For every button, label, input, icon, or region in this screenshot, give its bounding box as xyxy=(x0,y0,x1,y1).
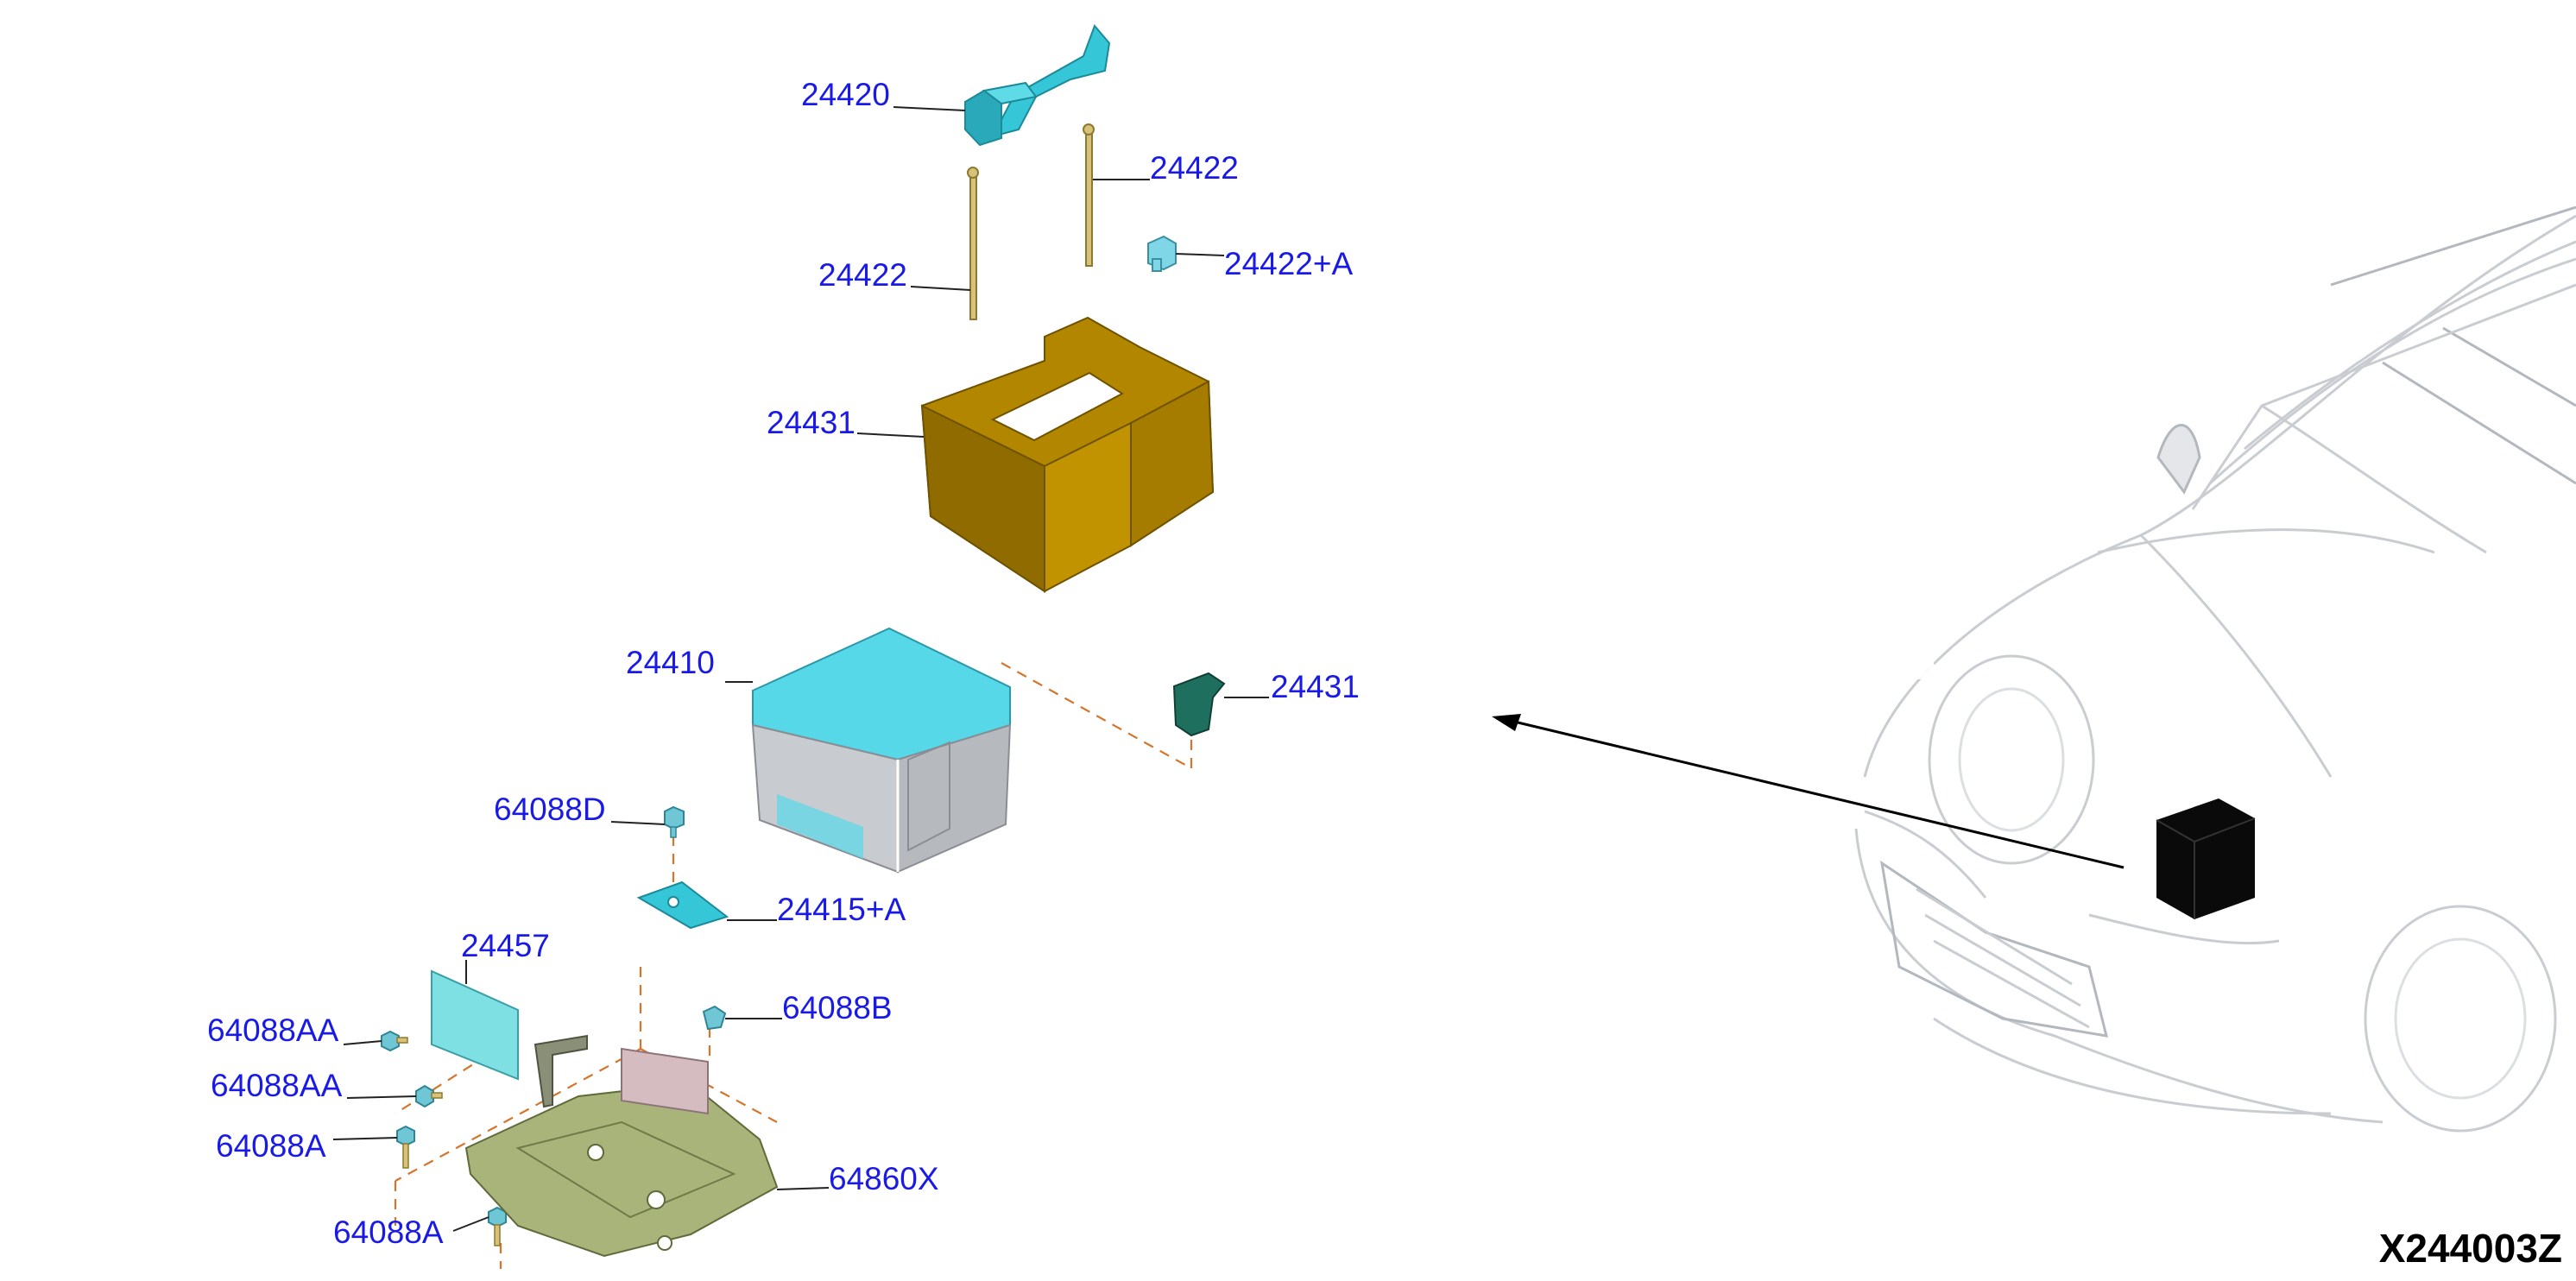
label-24422A: 24422+A xyxy=(1224,246,1353,281)
vehicle-illustration xyxy=(1854,205,2576,1133)
label-24410: 24410 xyxy=(626,645,715,680)
label-64088B: 64088B xyxy=(782,990,893,1025)
part-24431-clip xyxy=(1172,672,1226,737)
part-64088D-bolt xyxy=(664,805,685,838)
part-64088AA-bolt-2 xyxy=(415,1084,443,1108)
part-64860X-base-tray xyxy=(464,1034,779,1258)
label-64088AA-2: 64088AA xyxy=(211,1068,343,1103)
part-24422A-nut xyxy=(1147,235,1177,272)
part-24431-cover xyxy=(920,316,1215,593)
part-64088A-bolt-1 xyxy=(396,1125,415,1169)
label-64088A-2: 64088A xyxy=(333,1215,444,1250)
part-64088A-bolt-2 xyxy=(488,1206,507,1246)
label-64088A-1: 64088A xyxy=(216,1128,326,1164)
front-right-wheel xyxy=(2364,905,2557,1133)
battery-location-marker xyxy=(2156,798,2255,919)
part-24422-rod-right xyxy=(1083,123,1095,267)
label-64088AA-1: 64088AA xyxy=(207,1013,339,1048)
label-24431-clip: 24431 xyxy=(1271,669,1360,704)
leader-lines xyxy=(332,106,1269,1232)
location-arrow xyxy=(1492,714,2125,869)
label-24457: 24457 xyxy=(461,928,550,963)
label-24431: 24431 xyxy=(767,405,856,440)
part-24420-bracket xyxy=(964,24,1111,147)
part-24410-battery xyxy=(751,627,1012,874)
label-24420: 24420 xyxy=(801,77,890,112)
part-24422-rod-left xyxy=(967,167,979,320)
front-left-wheel xyxy=(1928,654,2095,865)
part-64088B-clip xyxy=(702,1005,727,1031)
label-24422-left: 24422 xyxy=(818,257,907,293)
diagram-code: X244003Z xyxy=(2379,1226,2562,1271)
part-24415A-plate xyxy=(636,880,729,930)
label-24415A: 24415+A xyxy=(777,892,906,927)
label-64088D: 64088D xyxy=(494,792,606,827)
part-24457-shield xyxy=(431,969,519,1081)
label-24422-right: 24422 xyxy=(1150,150,1239,186)
part-labels: 24420 24422 24422 24422+A 24431 24410 24… xyxy=(207,77,1360,1250)
part-64088AA-bolt-1 xyxy=(381,1030,408,1052)
label-64860X: 64860X xyxy=(829,1161,939,1196)
mirror-shape xyxy=(2156,424,2201,495)
